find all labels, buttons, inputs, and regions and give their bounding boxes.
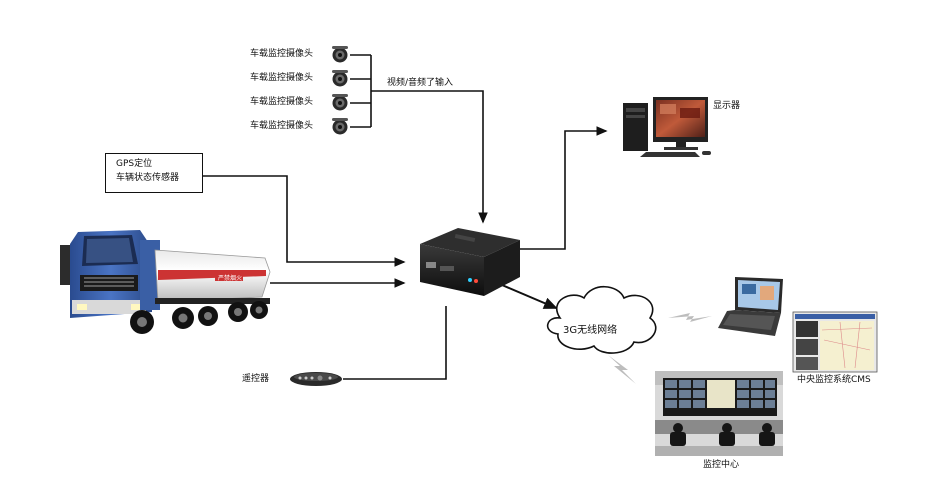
camera-icon xyxy=(332,94,348,111)
desktop-monitor xyxy=(623,97,711,157)
arrow-dvr-to-monitor xyxy=(518,126,608,250)
remote-control-icon xyxy=(290,372,342,386)
camera-label: 车载监控摄像头 xyxy=(250,49,314,59)
gps-sensor-box: GPS定位 车辆状态传感器 xyxy=(105,153,203,193)
wireless-link-icon xyxy=(668,313,712,322)
control-center-photo xyxy=(655,371,783,456)
arrow-gps-to-dvr xyxy=(203,175,406,267)
gps-label: GPS定位 xyxy=(116,159,153,169)
cms-software-screenshot xyxy=(792,311,878,373)
mobile-dvr-device xyxy=(420,228,520,296)
camera-label: 车载监控摄像头 xyxy=(250,73,314,83)
camera-icon xyxy=(332,118,348,135)
remote-label: 遥控器 xyxy=(242,374,270,384)
camera-icon xyxy=(332,46,348,63)
camera-label: 车载监控摄像头 xyxy=(250,121,314,131)
control-center-label: 监控中心 xyxy=(703,460,740,470)
cms-label: 中央监控系统CMS xyxy=(797,375,871,385)
vehicle-sensor-label: 车辆状态传感器 xyxy=(116,173,180,183)
arrow-dvr-to-network xyxy=(501,284,558,309)
monitor-label: 显示器 xyxy=(713,101,741,111)
arrow-remote-to-dvr xyxy=(343,306,447,380)
camera-group xyxy=(332,46,348,135)
laptop-cms xyxy=(718,277,783,336)
network-label: 3G无线网络 xyxy=(563,325,618,336)
camera-icon xyxy=(332,70,348,87)
wireless-link-icon xyxy=(608,355,636,384)
video-audio-input-label: 视频/音频了输入 xyxy=(387,78,454,88)
camera-label: 车载监控摄像头 xyxy=(250,97,314,107)
network-cloud xyxy=(546,285,657,354)
truck-tank-text: 严禁烟火 xyxy=(218,274,242,282)
tanker-truck: 严禁烟火 xyxy=(60,230,271,334)
camera-bracket-lines xyxy=(350,54,484,218)
